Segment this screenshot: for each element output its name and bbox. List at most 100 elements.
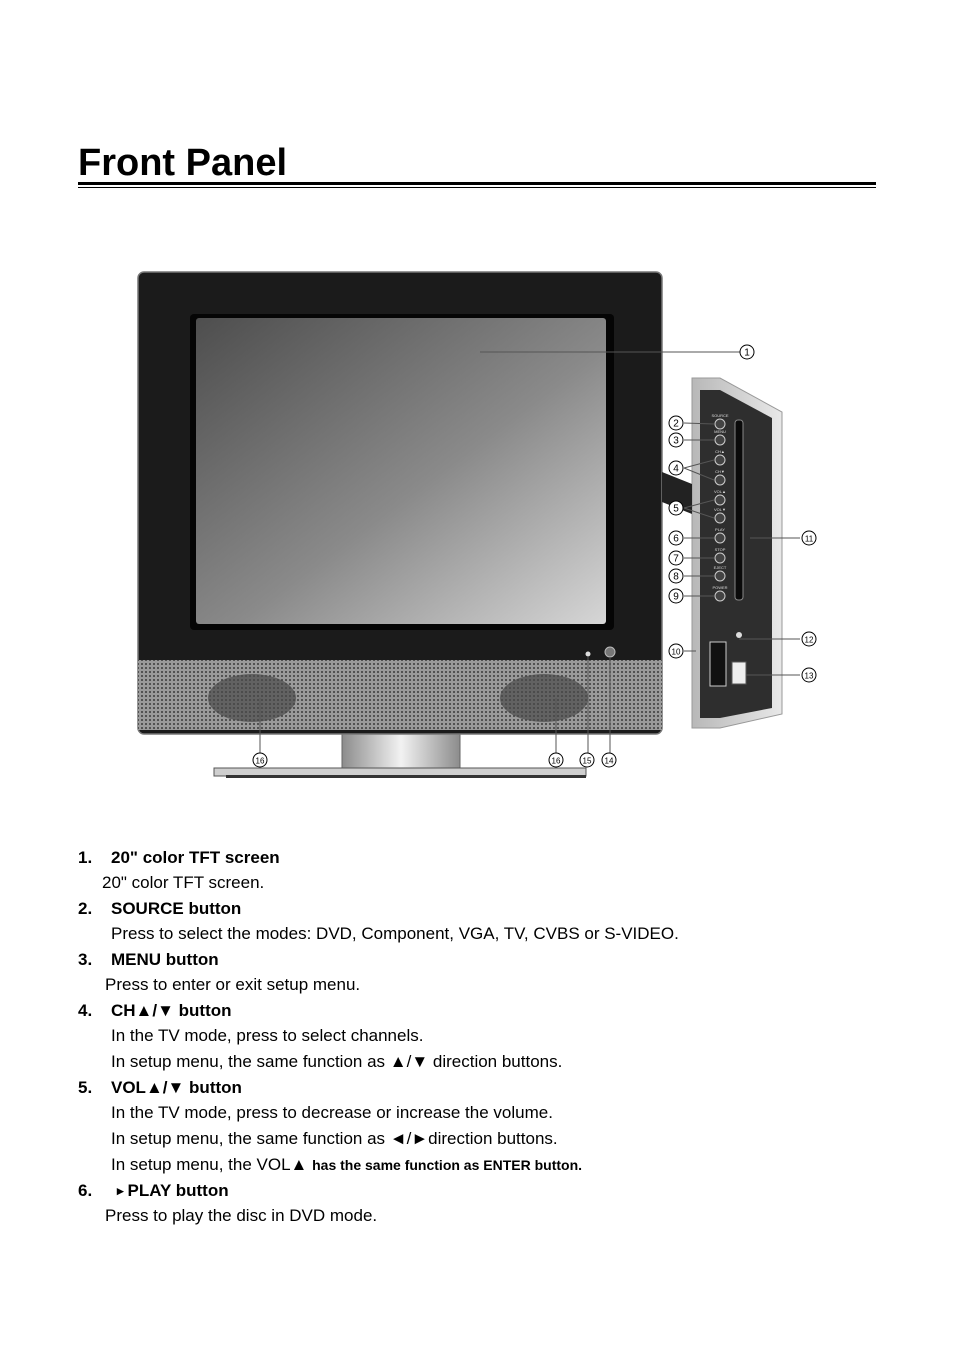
panel-button-label: EJECT	[714, 565, 727, 570]
speaker-left	[208, 674, 296, 722]
item-desc: Press to play the disc in DVD mode.	[105, 1206, 378, 1225]
leader-lines	[259, 351, 800, 754]
callout-circle	[668, 568, 684, 584]
panel-button	[714, 512, 726, 524]
item-title: VOL▲/▼ button	[111, 1078, 242, 1097]
title-rule-thick	[78, 182, 876, 185]
power-indicator	[604, 646, 616, 658]
panel-button	[714, 590, 726, 602]
panel-button	[714, 474, 726, 486]
item-desc: Press to enter or exit setup menu.	[105, 975, 361, 994]
callout-circle	[668, 550, 684, 566]
item-heading: 5. VOL▲/▼ button	[78, 1075, 878, 1100]
item-heading: 4. CH▲/▼ button	[78, 998, 878, 1023]
item-desc: In the TV mode, press to decrease or inc…	[111, 1103, 553, 1122]
callout-number: 8	[673, 572, 679, 583]
item-heading: 3. MENU button	[78, 947, 878, 972]
callout-circle	[668, 460, 684, 476]
callout-circle	[548, 752, 564, 768]
item-title: CH▲/▼ button	[111, 1001, 232, 1020]
tft-screen	[196, 318, 606, 624]
item-number: 6.	[78, 1181, 93, 1200]
callout-number: 10	[672, 648, 681, 657]
tv-stand	[213, 733, 587, 778]
panel-button	[714, 532, 726, 544]
callout-number: 13	[805, 672, 814, 681]
feature-list: 1. 20" color TFT screen 20" color TFT sc…	[78, 845, 878, 1229]
item-number: 4.	[78, 1001, 93, 1020]
callout-circle	[668, 643, 684, 659]
panel-button-label: VOL▲	[714, 489, 726, 494]
panel-button-label: PLAY	[715, 527, 725, 532]
usb-port	[731, 661, 747, 685]
panel-button-label: CH▼	[715, 469, 725, 474]
callout-number: 14	[605, 757, 614, 766]
speaker-right	[500, 674, 588, 722]
item-title: SOURCE button	[111, 899, 242, 918]
panel-button	[714, 494, 726, 506]
item-desc: In the TV mode, press to select channels…	[111, 1026, 424, 1045]
panel-button	[714, 454, 726, 466]
panel-button-label: VOL▼	[714, 507, 726, 512]
callout-circle	[668, 415, 684, 431]
callout-number: 12	[805, 636, 814, 645]
callout-circle	[668, 588, 684, 604]
item-desc: 20" color TFT screen.	[102, 873, 265, 892]
item-number: 5.	[78, 1078, 93, 1097]
panel-button	[714, 570, 726, 582]
list-item: 3. MENU button Press to enter or exit se…	[78, 947, 878, 998]
callout-number: 16	[256, 757, 265, 766]
ir-sensor	[585, 651, 591, 657]
item-title: MENU button	[111, 950, 219, 969]
front-panel-illustration: SOURCEMENUCH▲CH▼VOL▲VOL▼PLAYSTOPEJECTPOW…	[137, 271, 817, 778]
callout-circle	[801, 667, 817, 683]
item-desc: Press to select the modes: DVD, Componen…	[111, 924, 679, 943]
callout-number: 3	[673, 436, 679, 447]
item-desc: In setup menu, the VOL▲ has the same fun…	[78, 1152, 878, 1178]
callout-circle	[801, 530, 817, 546]
list-item: 2. SOURCE button Press to select the mod…	[78, 896, 878, 947]
panel-button	[714, 418, 726, 430]
tv-body	[137, 271, 663, 735]
item-desc-part-bold: has the same function as ENTER button.	[312, 1157, 583, 1173]
callout-circle	[252, 752, 268, 768]
item-number: 1.	[78, 848, 93, 867]
headphone-jack	[736, 632, 742, 638]
item-desc: In setup menu, the same function as ▲/▼ …	[111, 1052, 563, 1071]
side-buttons: SOURCEMENUCH▲CH▼VOL▲VOL▼PLAYSTOPEJECTPOW…	[711, 413, 729, 602]
callout-circle	[739, 344, 755, 360]
item-title: 20" color TFT screen	[111, 848, 280, 867]
list-item: 6. ▸ PLAY button Press to play the disc …	[78, 1178, 878, 1229]
panel-button-label: SOURCE	[711, 413, 728, 418]
callout-number: 1	[744, 348, 750, 359]
panel-button	[714, 552, 726, 564]
callout-number: 2	[673, 419, 679, 430]
play-icon: ▸	[117, 1183, 124, 1198]
panel-button-label: CH▲	[715, 449, 725, 454]
item-number: 3.	[78, 950, 93, 969]
title-rule-thin	[78, 187, 876, 188]
side-panel	[662, 377, 783, 729]
panel-button-label: MENU	[714, 429, 726, 434]
list-item: 5. VOL▲/▼ button In the TV mode, press t…	[78, 1075, 878, 1178]
panel-button	[714, 434, 726, 446]
callout-circle	[579, 752, 595, 768]
callout-number: 7	[673, 554, 679, 565]
item-number: 2.	[78, 899, 93, 918]
card-slot	[709, 641, 727, 687]
item-heading: 1. 20" color TFT screen	[78, 845, 878, 870]
item-title: PLAY button	[127, 1181, 229, 1200]
callout-number: 16	[552, 757, 561, 766]
callout-number: 15	[583, 757, 592, 766]
panel-button-label: POWER	[712, 585, 727, 590]
list-item: 4. CH▲/▼ button In the TV mode, press to…	[78, 998, 878, 1075]
callout-circle	[668, 432, 684, 448]
callout-number: 6	[673, 534, 679, 545]
item-heading: 2. SOURCE button	[78, 896, 878, 921]
list-item: 1. 20" color TFT screen 20" color TFT sc…	[78, 845, 878, 896]
item-desc-part: In setup menu, the VOL▲	[111, 1155, 313, 1174]
callout-number: 9	[673, 592, 679, 603]
callout-number: 11	[805, 535, 814, 544]
item-heading: 6. ▸ PLAY button	[78, 1178, 878, 1203]
